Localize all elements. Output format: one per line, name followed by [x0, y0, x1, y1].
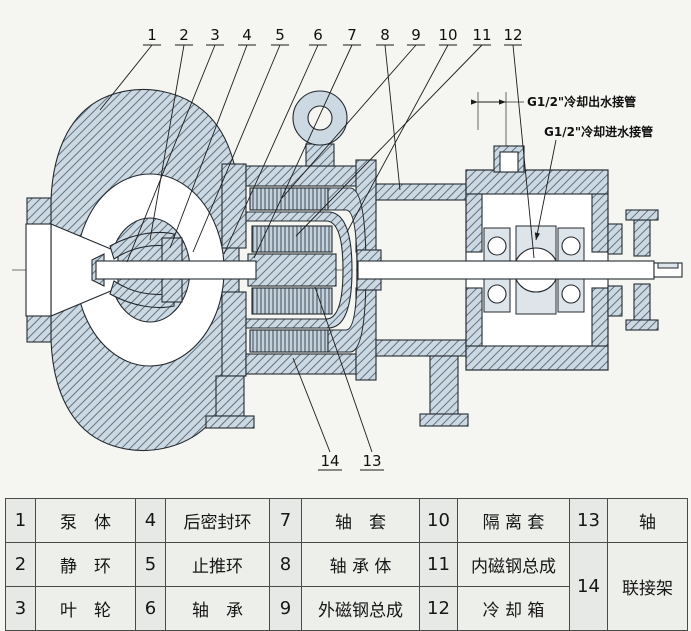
- callout-label-8: 8: [380, 26, 390, 44]
- keyway: [657, 262, 679, 269]
- part-name: 联接架: [607, 542, 688, 631]
- part-number: 3: [5, 586, 36, 631]
- parts-table: 1 泵 体 4 后密封环 7 轴 套 10 隔 离 套 13 轴 2 静 环 5…: [5, 498, 688, 631]
- magnet-coupling: [245, 187, 382, 353]
- callout-label-13: 13: [362, 452, 381, 470]
- part-number: 9: [269, 586, 302, 631]
- part-number: 12: [419, 586, 458, 631]
- inner-magnet-top: [251, 225, 333, 253]
- cooling-inlet-label: G1/2"冷却进水接管: [544, 124, 653, 139]
- lifting-eye-hole: [307, 105, 333, 131]
- part-name: 轴 承 体: [301, 542, 420, 587]
- shaft-end-bracket: [607, 209, 659, 331]
- top-callouts: 1 2 3 4 5 6 7 8 9 10 11 12: [147, 26, 522, 44]
- part-name: 内磁钢总成: [457, 542, 570, 587]
- callout-leaders: [99, 44, 535, 471]
- inner-magnet-bottom: [251, 287, 333, 315]
- dimension-annotations: G1/2"冷却出水接管 G1/2"冷却进水接管: [470, 92, 653, 241]
- part-number: 10: [419, 498, 458, 543]
- outer-magnet-bottom: [249, 329, 329, 353]
- part-number: 1: [5, 498, 36, 543]
- lifting-eye: [292, 90, 348, 167]
- part-name: 后密封环: [165, 498, 270, 543]
- support-feet: [205, 355, 469, 429]
- callout-label-5: 5: [275, 26, 285, 44]
- part-name: 轴 套: [301, 498, 420, 543]
- part-name: 隔 离 套: [457, 498, 570, 543]
- outer-magnet-top: [249, 187, 329, 211]
- part-name: 轴: [607, 498, 688, 543]
- part-number: 11: [419, 542, 458, 587]
- callout-label-9: 9: [411, 26, 421, 44]
- impeller: [91, 231, 183, 309]
- part-number: 14: [569, 542, 608, 631]
- callout-label-10: 10: [438, 26, 457, 44]
- part-name: 轴 承: [165, 586, 270, 631]
- containment-shell: [245, 211, 353, 329]
- part-number: 6: [135, 586, 166, 631]
- table-row-2: 2 静 环 5 止推环 8 轴 承 体 11 内磁钢总成 14 联接架: [5, 542, 688, 631]
- part-number: 13: [569, 498, 608, 543]
- pump-shaft: [95, 260, 257, 280]
- pump-sectional-drawing: 1 2 3 4 5 6 7 8 9 10 11 12 14 13 G1/2"冷却…: [12, 26, 683, 471]
- casing-rear-flange-bottom: [221, 291, 247, 377]
- bearing-housing: [375, 183, 467, 357]
- callout-label-4: 4: [242, 26, 252, 44]
- bottom-callouts: 14 13: [320, 452, 381, 470]
- part-name: 静 环: [35, 542, 136, 587]
- cooling-outlet-label: G1/2"冷却出水接管: [527, 94, 636, 109]
- callout-label-11: 11: [472, 26, 491, 44]
- outer-magnet-carrier: [327, 187, 367, 353]
- callout-label-2: 2: [179, 26, 189, 44]
- part-name: 泵 体: [35, 498, 136, 543]
- part-name: 外磁钢总成: [301, 586, 420, 631]
- callout-label-3: 3: [210, 26, 220, 44]
- callout-label-6: 6: [313, 26, 323, 44]
- callout-label-1: 1: [147, 26, 157, 44]
- part-number: 8: [269, 542, 302, 587]
- callout-label-14: 14: [320, 452, 339, 470]
- part-name: 冷 却 箱: [457, 586, 570, 631]
- table-row-3: 3 叶 轮 6 轴 承 9 外磁钢总成 12 冷 却 箱: [5, 586, 688, 631]
- part-number: 2: [5, 542, 36, 587]
- ball-bearing-right: [557, 227, 585, 313]
- shaft: [95, 260, 683, 280]
- ball-bearing-left: [483, 227, 511, 313]
- callout-label-7: 7: [347, 26, 357, 44]
- part-number: 4: [135, 498, 166, 543]
- table-row-1: 1 泵 体 4 后密封环 7 轴 套 10 隔 离 套 13 轴: [5, 498, 688, 543]
- drive-shaft: [357, 260, 655, 280]
- callout-label-12: 12: [503, 26, 522, 44]
- part-number: 5: [135, 542, 166, 587]
- part-number: 7: [269, 498, 302, 543]
- casing-rear-flange-top: [221, 163, 247, 249]
- part-name: 叶 轮: [35, 586, 136, 631]
- part-name: 止推环: [165, 542, 270, 587]
- inner-magnet-hub: [247, 253, 337, 287]
- cooling-box: [465, 145, 609, 371]
